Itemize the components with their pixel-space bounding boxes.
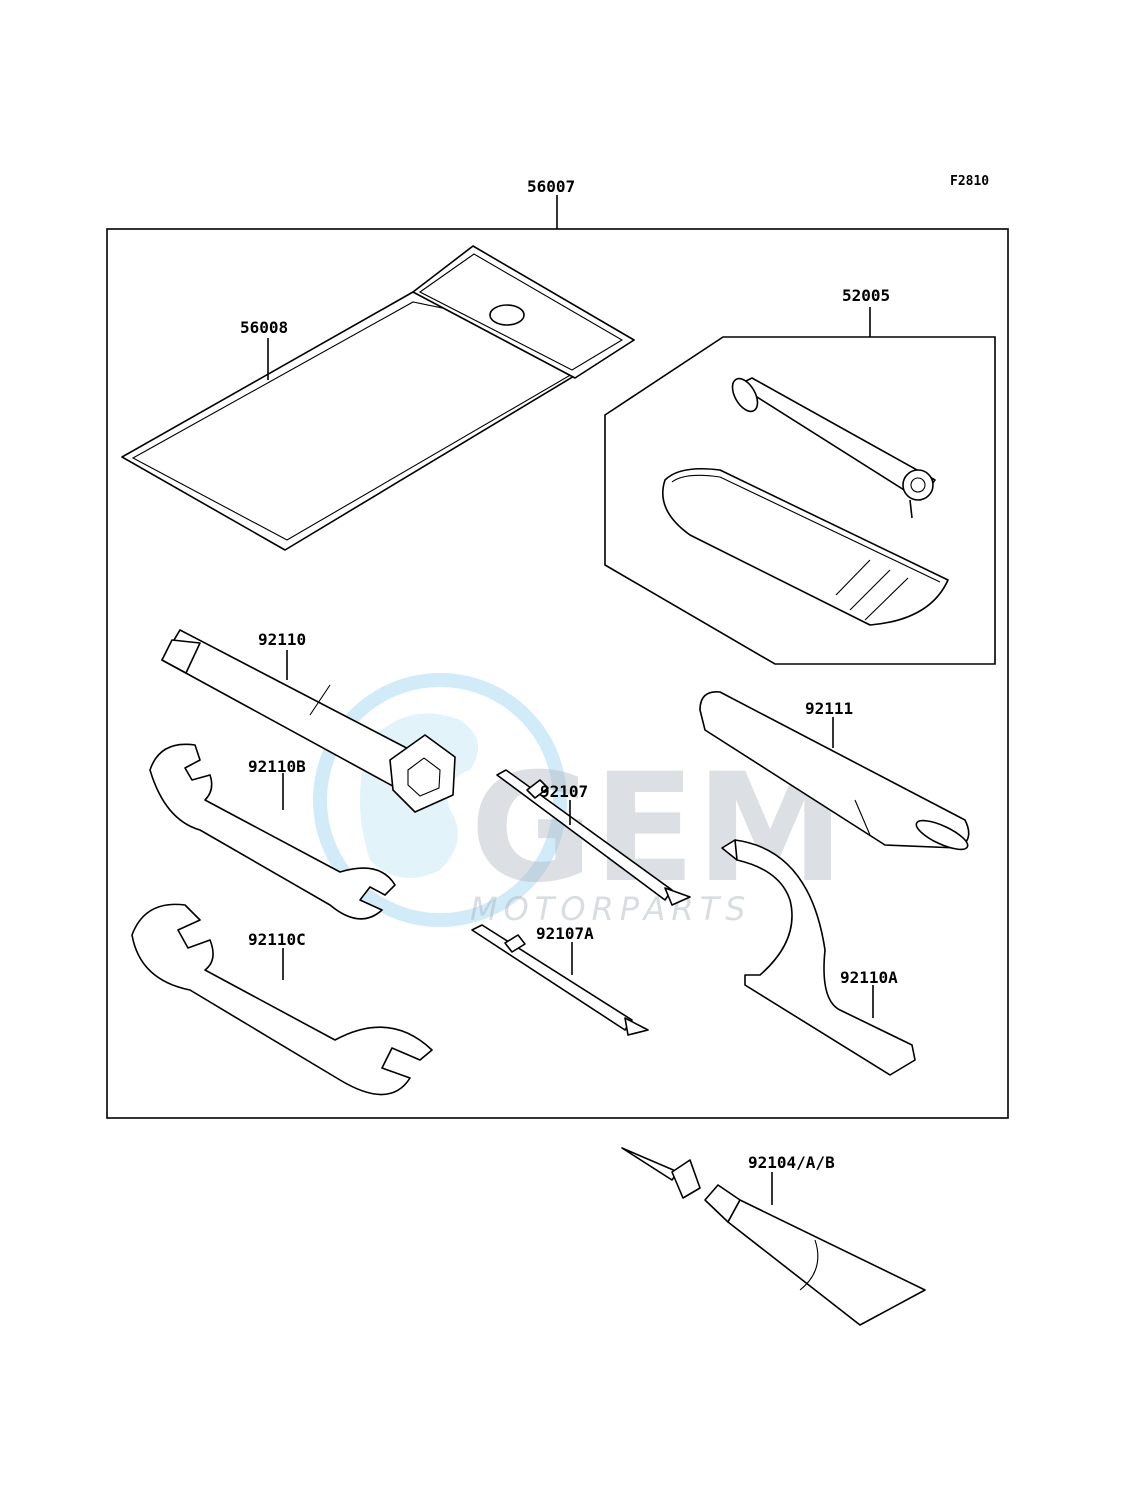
- kit-frame: [106, 195, 1009, 1119]
- screwdriver-drawing: [496, 769, 691, 906]
- label-92111: 92111: [805, 699, 853, 718]
- wrench-c-drawing: [131, 903, 433, 1096]
- tool-pouch-drawing: [121, 245, 635, 551]
- watermark-subtitle: MOTORPARTS: [470, 890, 751, 928]
- grease-tube-drawing: [621, 1147, 926, 1326]
- hook-spanner-drawing: [721, 839, 916, 1076]
- label-92110B: 92110B: [248, 757, 306, 776]
- label-92110: 92110: [258, 630, 306, 649]
- pump-set-drawing: [604, 307, 996, 665]
- label-92110A: 92110A: [840, 968, 898, 987]
- label-92107: 92107: [540, 782, 588, 801]
- label-92104-A-B: 92104/A/B: [748, 1153, 835, 1172]
- figure-code: F2810: [950, 174, 989, 189]
- label-52005: 52005: [842, 286, 890, 305]
- screwdriver-a-drawing: [471, 924, 649, 1036]
- label-92107A: 92107A: [536, 924, 594, 943]
- label-56008: 56008: [240, 318, 288, 337]
- plug-wrench-drawing: [161, 629, 456, 813]
- wrench-b-drawing: [149, 743, 396, 920]
- label-92110C: 92110C: [248, 930, 306, 949]
- handle-drawing: [699, 691, 970, 851]
- label-56007: 56007: [527, 177, 575, 196]
